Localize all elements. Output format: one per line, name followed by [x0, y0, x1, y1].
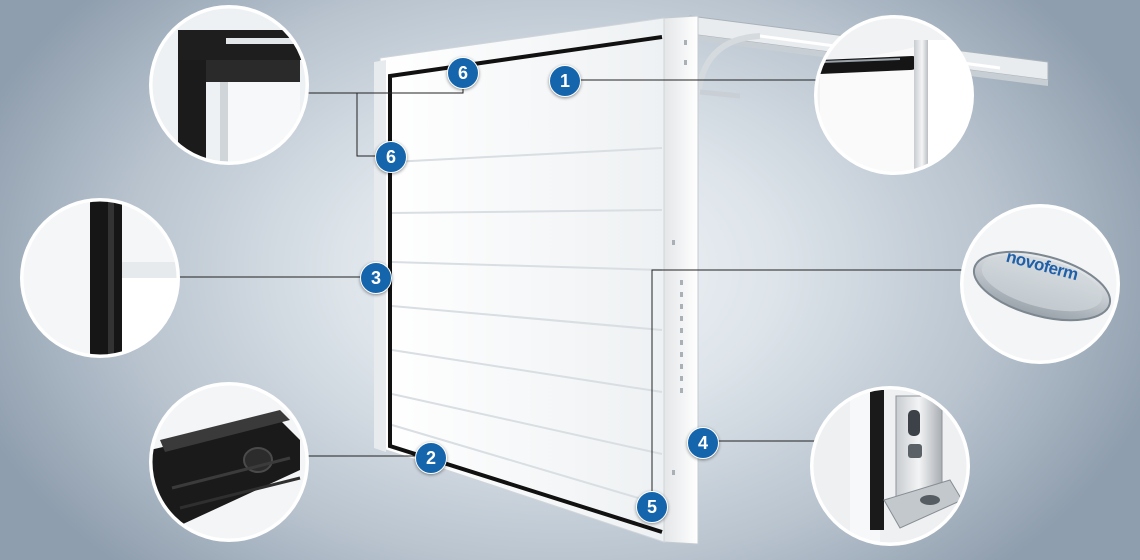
callout-badge-1: 1	[549, 65, 581, 97]
door-left-edge	[374, 60, 386, 452]
panel-grooves	[391, 147, 663, 506]
callout-badge-4: 4	[687, 427, 719, 459]
zoom-circle-logo	[960, 204, 1120, 364]
callout-badge-5: 5	[636, 491, 668, 523]
zoom-circle-side-seal	[20, 198, 180, 358]
callout-badge-6-top: 6	[447, 57, 479, 89]
leader-lines	[178, 72, 972, 505]
zoom-circle-bottom-seal	[149, 382, 309, 542]
zoom-circle-top-seal	[814, 15, 974, 175]
callout-badge-3: 3	[360, 262, 392, 294]
door-seal	[388, 35, 663, 534]
jamb-perforations	[672, 40, 687, 475]
callout-badge-6-side: 6	[375, 141, 407, 173]
callout-badge-2: 2	[415, 442, 447, 474]
zoom-circle-top-frame	[149, 5, 309, 165]
zoom-circle-hinge	[810, 386, 970, 546]
